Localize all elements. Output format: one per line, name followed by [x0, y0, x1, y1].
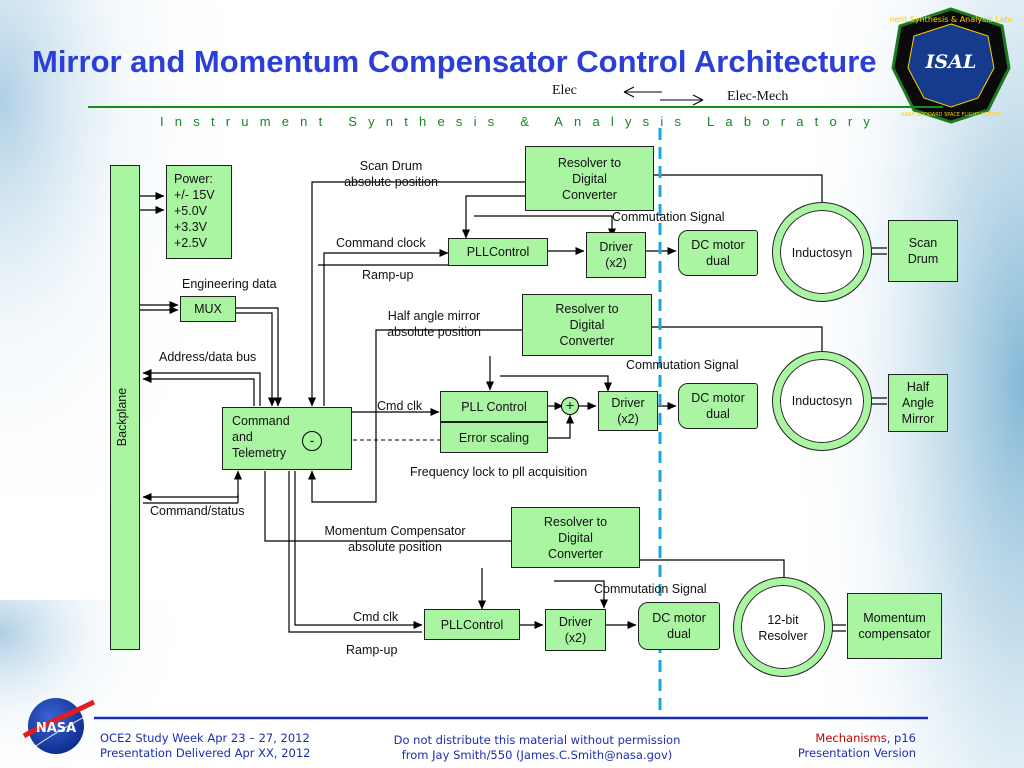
summing-minus: -	[302, 431, 322, 451]
mirror-driver-block: Driver(x2)	[598, 391, 658, 431]
mirror-cmd-clk-label: Cmd clk	[377, 399, 423, 413]
scan-inductosyn-label: Inductosyn	[791, 246, 853, 260]
footer-version: Presentation Version	[797, 746, 916, 760]
momentum-ramp-label: Ramp-up	[346, 643, 398, 657]
mirror-error-scaling-block: Error scaling	[440, 422, 548, 453]
isal-logo-text: ISAL	[925, 51, 977, 73]
momentum-12bit-resolver-label: 12-bit Resolver	[758, 613, 808, 643]
header-rule-and-legend	[88, 86, 943, 108]
scan-resolver-block: Resolver to Digital Converter	[525, 146, 654, 211]
mirror-commutation-label: Commutation Signal	[626, 358, 739, 372]
nasa-logo: NASA	[22, 698, 96, 754]
momentum-commutation-label: Commutation Signal	[594, 582, 707, 596]
command-status-label: Command/status	[150, 504, 245, 518]
mirror-inductosyn-label: Inductosyn	[791, 394, 853, 408]
command-telemetry-block: Command and Telemetry	[222, 407, 352, 470]
scan-drum-position-label: Scan Drum absolute position	[344, 159, 438, 189]
momentum-pll-block: PLLControl	[424, 609, 520, 640]
power-line: Power:	[174, 172, 213, 186]
legend-elec: Elec	[552, 83, 577, 98]
engineering-data-label: Engineering data	[182, 277, 277, 291]
frequency-lock-label: Frequency lock to pll acquisition	[410, 465, 588, 479]
backplane-label: Backplane	[115, 387, 129, 447]
footer-center: Do not distribute this material without …	[393, 733, 681, 762]
power-line: +3.3V	[174, 220, 208, 234]
slide-title: Mirror and Momentum Compensator Control …	[32, 44, 877, 79]
momentum-cmd-clk-label: Cmd clk	[353, 610, 399, 624]
footer-rule	[94, 716, 928, 720]
footer-left: OCE2 Study Week Apr 23 – 27, 2012 Presen…	[100, 731, 311, 760]
nasa-logo-text: NASA	[36, 721, 76, 736]
ct-line: Telemetry	[232, 446, 287, 460]
mux-label: MUX	[194, 302, 222, 316]
footer-page: , p16	[886, 731, 916, 745]
scan-commutation-label: Commutation Signal	[612, 210, 725, 224]
power-block: Power: +/- 15V +5.0V +3.3V +2.5V	[166, 165, 232, 259]
isal-logo: Instrument Synthesis & Analysis Laborato…	[890, 7, 1012, 124]
momentum-resolver-block: Resolver to Digital Converter	[511, 507, 640, 568]
slide-subtitle: Instrument Synthesis & Analysis Laborato…	[160, 114, 882, 129]
mirror-inductosyn-ring	[773, 352, 871, 450]
scan-driver-block: Driver(x2)	[586, 232, 646, 278]
power-line: +/- 15V	[174, 188, 215, 202]
ct-line: Command	[232, 414, 290, 428]
mirror-summing-plus: +	[561, 397, 579, 415]
scan-pll-block: PLLControl	[448, 238, 548, 266]
momentum-driver-block: Driver(x2)	[545, 609, 606, 651]
mirror-resolver-block: Resolver to Digital Converter	[522, 294, 652, 356]
momentum-position-label: Momentum Compensator absolute position	[324, 524, 466, 554]
power-line: +2.5V	[174, 236, 208, 250]
footer-topic: Mechanisms	[815, 731, 887, 745]
power-line: +5.0V	[174, 204, 208, 218]
scan-ramp-label: Ramp-up	[362, 268, 414, 282]
momentum-resolver-ring	[734, 578, 832, 676]
isal-ring-text: Instrument Synthesis & Analysis Laborato…	[890, 15, 1012, 24]
scan-inductosyn-ring	[773, 203, 871, 301]
isal-sub-text: NASA GODDARD SPACE FLIGHT CENTER	[901, 112, 1002, 118]
mux-block: MUX	[180, 296, 236, 322]
ct-line: and	[232, 430, 253, 444]
address-data-bus-label: Address/data bus	[159, 350, 257, 364]
mirror-pll-block: PLL Control	[440, 391, 548, 422]
footer-right: Mechanisms, p16 Presentation Version	[740, 731, 916, 761]
scan-command-clock-label: Command clock	[336, 236, 426, 250]
mirror-position-label: Half angle mirror absolute position	[387, 309, 481, 339]
backplane-block	[110, 165, 140, 650]
legend-elec-mech: Elec-Mech	[727, 89, 789, 104]
